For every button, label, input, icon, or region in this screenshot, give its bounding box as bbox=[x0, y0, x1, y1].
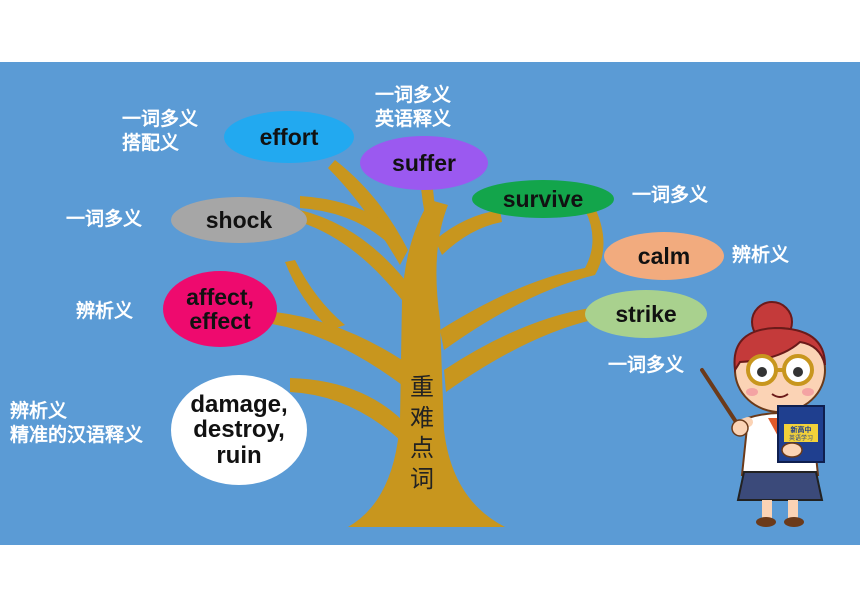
branch-survive bbox=[435, 210, 502, 255]
word-calm: calm bbox=[604, 232, 724, 280]
branch-shock bbox=[300, 210, 405, 300]
branch-calm bbox=[440, 208, 604, 350]
word-effort: effort bbox=[224, 111, 354, 163]
pointer-stick-icon bbox=[700, 368, 742, 430]
note-suffer: 一词多义 英语释义 bbox=[375, 84, 452, 130]
note-strike: 一词多义 bbox=[608, 354, 685, 376]
branch-upper-left bbox=[300, 196, 395, 245]
svg-text:新高中: 新高中 bbox=[791, 425, 812, 434]
word-strike: strike bbox=[585, 290, 707, 338]
word-shock: shock bbox=[171, 197, 307, 243]
note-shock: 一词多义 bbox=[66, 208, 143, 230]
branch-strike bbox=[444, 308, 592, 392]
svg-text:英语学习: 英语学习 bbox=[789, 434, 813, 442]
word-survive: survive bbox=[472, 180, 614, 218]
tree-trunk bbox=[348, 200, 505, 527]
note-affect-effect: 辨析义 bbox=[76, 300, 134, 322]
note-survive: 一词多义 bbox=[632, 184, 709, 206]
word-suffer: suffer bbox=[360, 136, 488, 190]
branch-damage bbox=[290, 378, 402, 440]
skirt-icon bbox=[736, 471, 824, 501]
word-damage-group: damage, destroy, ruin bbox=[171, 375, 307, 485]
word-affect-effect: affect, effect bbox=[163, 271, 277, 347]
note-calm: 辨析义 bbox=[732, 244, 790, 266]
branch-affect-twig bbox=[285, 260, 345, 330]
note-effort: 一词多义 搭配义 bbox=[122, 108, 199, 154]
note-damage-group: 辨析义 精准的汉语释义 bbox=[10, 400, 144, 446]
branch-affect bbox=[272, 312, 402, 385]
tree-trunk-label: 重 难 点 词 bbox=[410, 373, 434, 494]
teacher-illustration: 新高中 英语学习 bbox=[700, 301, 826, 527]
